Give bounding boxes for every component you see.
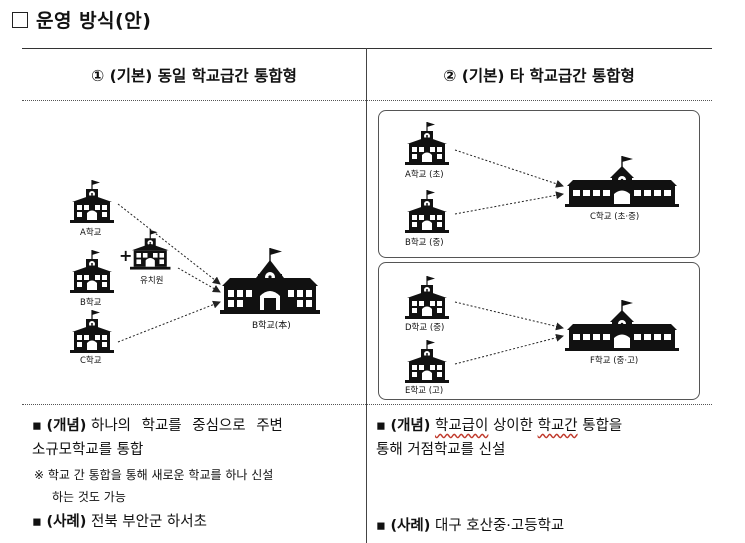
top-panel: [378, 110, 700, 258]
case-tag: (사례): [390, 518, 431, 534]
section-heading: 운영 방식(안): [12, 6, 151, 33]
school-a-elem-icon: [404, 121, 450, 166]
school-a-label: A학교: [80, 228, 102, 238]
target-school-label: B학교(本): [252, 321, 291, 331]
target-school-icon: [219, 247, 321, 315]
school-c-combined-icon: [564, 155, 680, 208]
left-diagram: [69, 179, 321, 354]
bullet-icon: ▪: [32, 514, 42, 530]
kindergarten-icon: [129, 229, 172, 271]
bottom-panel: [378, 262, 700, 400]
arrow-c: [117, 300, 221, 343]
school-b-label: B학교: [80, 298, 102, 308]
bullet-icon: ▪: [376, 418, 386, 434]
arrow-top-b: [454, 191, 564, 215]
comparison-table: ① (기본) 동일 학교급간 통합형 ② (기본) 타 학교급간 통합형 A학교…: [22, 48, 712, 543]
concept-word-1: 학교급이: [434, 418, 489, 434]
concept-word-4: 통합을: [582, 418, 623, 434]
school-b-mid-icon: [404, 189, 450, 234]
right-column-title: ② (기본) 타 학교급간 통합형: [443, 67, 635, 85]
section-title: 운영 방식(안): [36, 10, 152, 32]
concept-word-2: 상이한: [492, 418, 533, 434]
school-b-mid-label: B학교 (중): [405, 238, 444, 248]
school-f-combined-label: F학교 (중·고): [590, 356, 639, 366]
school-e-high-label-text: E학교 (고): [405, 386, 444, 396]
kindergarten-label: 유치원: [140, 276, 164, 286]
school-c-icon: [69, 309, 115, 354]
concept-line-1: 하나의 학교를 중심으로 주변: [90, 418, 283, 434]
note-line-2: 하는 것도 가능: [52, 490, 126, 504]
school-f-combined-icon: [564, 299, 680, 352]
right-case: ▪ (사례) 대구 호산중·고등학교: [376, 514, 710, 538]
arrow-bottom-d: [454, 301, 564, 331]
concept-tag: (개념): [390, 418, 431, 434]
concept-tag: (개념): [46, 418, 87, 434]
checkbox-square-icon: [12, 12, 28, 28]
left-concept: ▪ (개념) 하나의 학교를 중심으로 주변 소규모학교를 통합: [32, 414, 358, 462]
top-rule: [22, 48, 712, 49]
left-column-title: ① (기본) 동일 학교급간 통합형: [91, 67, 297, 85]
note-line-1: 학교 간 통합을 통해 새로운 학교를 하나 신설: [47, 468, 274, 482]
bullet-icon: ▪: [376, 518, 386, 534]
left-case: ▪ (사례) 전북 부안군 하서초: [32, 510, 358, 534]
left-note: ※ 학교 간 통합을 통해 새로운 학교를 하나 신설 하는 것도 가능: [34, 464, 364, 508]
arrow-top-a: [454, 149, 564, 188]
school-d-mid-icon: [404, 275, 450, 320]
right-diagram: [404, 121, 680, 384]
concept-word-3: 학교간: [537, 418, 578, 434]
right-concept: ▪ (개념) 학교급이 상이한 학교간 통합을 통해 거점학교를 신설: [376, 414, 710, 462]
school-d-mid-label: D학교 (중): [405, 323, 445, 333]
school-e-high-icon: [404, 339, 450, 384]
school-a-elem-label: A학교 (초): [405, 170, 444, 180]
school-c-label: C학교: [80, 356, 102, 366]
school-b-icon: [69, 249, 115, 294]
plus-sign: +: [119, 246, 133, 265]
concept-line-2: 소규모학교를 통합: [32, 442, 144, 458]
concept-line-2: 통해 거점학교를 신설: [376, 442, 506, 458]
school-a-icon: [69, 179, 115, 224]
header-divider: [22, 100, 712, 101]
body-divider: [22, 404, 712, 405]
case-text: 대구 호산중·고등학교: [434, 518, 565, 534]
case-text: 전북 부안군 하서초: [90, 514, 207, 530]
arrow-bottom-e: [454, 333, 564, 365]
arrow-a: [117, 203, 221, 285]
school-c-combined-label: C학교 (초·중): [590, 212, 640, 222]
column-divider: [366, 48, 367, 543]
bullet-icon: ▪: [32, 418, 42, 434]
arrow-b: [177, 267, 221, 293]
case-tag: (사례): [46, 514, 87, 530]
note-mark-icon: ※: [34, 468, 45, 482]
